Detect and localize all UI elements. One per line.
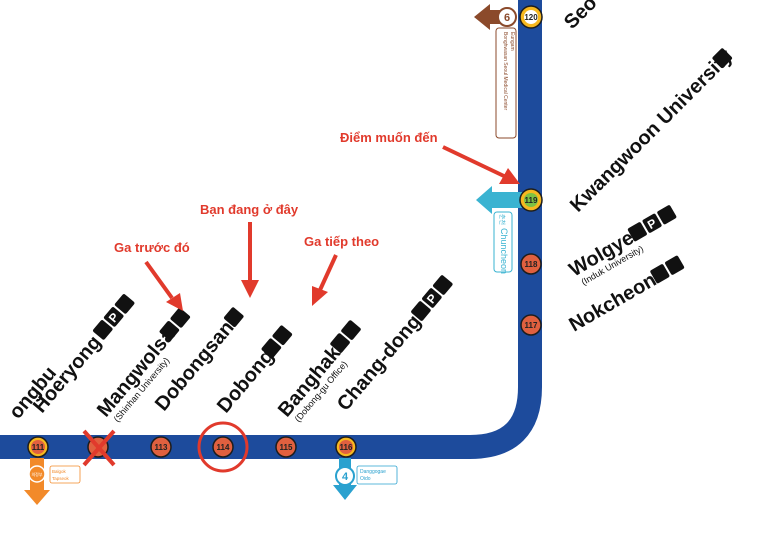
line4-badge xyxy=(335,466,355,486)
station-115[interactable]: 115 xyxy=(275,436,297,458)
annotation-destination: Điểm muốn đến xyxy=(340,130,520,184)
line-1-track xyxy=(0,0,542,459)
station-113[interactable]: 113 xyxy=(150,436,172,458)
station-name-116b-group: Chang-dong P xyxy=(333,275,453,415)
arrow-line xyxy=(144,260,174,300)
chuncheon-kr: 춘천 xyxy=(498,214,506,225)
station-name-115: Dobong xyxy=(213,345,278,417)
annotation-you-are-here: Bạn đang ở đây xyxy=(200,202,299,298)
parking-icon xyxy=(642,213,662,233)
station-marker xyxy=(150,436,172,458)
left-arrow-icon xyxy=(474,4,506,30)
station-name-119-group: Kwangwoon University xyxy=(566,45,738,217)
station-marker-inner xyxy=(31,440,45,454)
orange-transfer[interactable]: 의정부 Balgok Tapseok xyxy=(24,458,81,505)
station-112[interactable] xyxy=(82,429,116,467)
annotation-previous-station-text: Ga trước đó xyxy=(114,240,190,255)
elevator-icon xyxy=(114,294,135,314)
line6-label-1: Bonghwasan Seoul Medical Center xyxy=(502,32,508,110)
station-111[interactable]: 111 xyxy=(27,436,49,458)
station-number: 120 xyxy=(524,13,538,22)
elevator-icon xyxy=(665,255,685,275)
station-number: 113 xyxy=(155,443,168,452)
elevator-icon xyxy=(224,307,244,327)
line6-label-box xyxy=(495,27,517,139)
wheelchair-icon xyxy=(93,320,113,340)
annotation-next-station-text: Ga tiếp theo xyxy=(304,234,379,249)
station-marker xyxy=(520,314,542,336)
current-station-highlight xyxy=(197,421,249,473)
line6-badge xyxy=(497,7,517,27)
station-marker-inner xyxy=(339,440,353,454)
annotation-next-station: Ga tiếp theo xyxy=(304,234,379,306)
station-number: 119 xyxy=(525,196,538,205)
station-number: 118 xyxy=(525,260,538,269)
station-114[interactable]: 114 xyxy=(197,421,249,473)
arrow-head-icon xyxy=(499,168,520,184)
restroom-icon xyxy=(411,301,431,321)
arrow-head-icon xyxy=(241,280,259,298)
orange-label-2: Tapseok xyxy=(52,476,70,481)
orange-label-1: Balgok xyxy=(52,469,67,474)
chuncheon-label: Chuncheon xyxy=(499,228,509,274)
station-120[interactable]: 120 xyxy=(519,5,543,29)
station-name-120: Seo xyxy=(560,0,601,34)
restroom-icon xyxy=(650,264,670,284)
station-number: 114 xyxy=(217,443,230,452)
arrow-line xyxy=(442,145,507,179)
station-116[interactable]: 116 xyxy=(335,436,357,458)
orange-badge-kr: 의정부 xyxy=(31,471,42,477)
chuncheon-transfer[interactable]: 춘천 Chuncheon xyxy=(476,186,522,274)
restroom-icon xyxy=(627,222,647,242)
arrow-line xyxy=(318,254,338,291)
annotation-you-are-here-text: Bạn đang ở đây xyxy=(200,202,299,217)
elevator-icon xyxy=(657,205,677,225)
parking-icon xyxy=(422,288,442,308)
cross-out-mark xyxy=(82,429,116,467)
elevator-icon xyxy=(272,325,293,346)
station-number: 111 xyxy=(32,443,45,452)
station-number: 116 xyxy=(340,443,353,452)
orange-label-box xyxy=(49,465,81,484)
orange-badge xyxy=(28,465,46,483)
station-name-119: Kwangwoon University xyxy=(566,45,738,217)
elevator-icon xyxy=(433,275,453,295)
chuncheon-label-box xyxy=(493,211,513,273)
line4-label-1: Danggogae xyxy=(360,469,386,475)
station-number: 117 xyxy=(525,321,538,330)
arrow-head-icon xyxy=(166,293,183,311)
elevator-icon xyxy=(341,320,361,340)
line6-transfer[interactable]: 6 Bonghwasan Seoul Medical Center Eungam xyxy=(474,4,517,139)
elevator-icon xyxy=(712,48,733,68)
restroom-icon xyxy=(330,333,350,353)
station-number: 115 xyxy=(280,443,293,452)
restroom-icon xyxy=(261,338,282,359)
line4-number: 4 xyxy=(342,471,349,483)
station-marker-inner xyxy=(524,193,538,207)
station-marker xyxy=(520,253,542,275)
station-118[interactable]: 118 xyxy=(520,253,542,275)
line4-label-2: Oido xyxy=(360,476,371,482)
arrow-head-icon xyxy=(312,286,328,306)
parking-icon xyxy=(103,307,124,327)
station-119[interactable]: 119 xyxy=(519,188,543,212)
elevator-icon xyxy=(170,308,191,328)
line4-transfer[interactable]: 4 Danggogae Oido xyxy=(333,458,398,500)
annotation-destination-text: Điểm muốn đến xyxy=(340,130,438,145)
line4-label-box xyxy=(356,465,398,485)
station-marker xyxy=(275,436,297,458)
left-arrow-icon xyxy=(476,186,522,214)
restroom-icon xyxy=(159,321,180,341)
annotation-previous-station: Ga trước đó xyxy=(114,240,190,311)
station-marker-inner xyxy=(524,10,538,24)
station-marker xyxy=(212,436,234,458)
line6-label-2: Eungam xyxy=(509,32,515,51)
station-117[interactable]: 117 xyxy=(520,314,542,336)
line6-number: 6 xyxy=(504,12,510,24)
